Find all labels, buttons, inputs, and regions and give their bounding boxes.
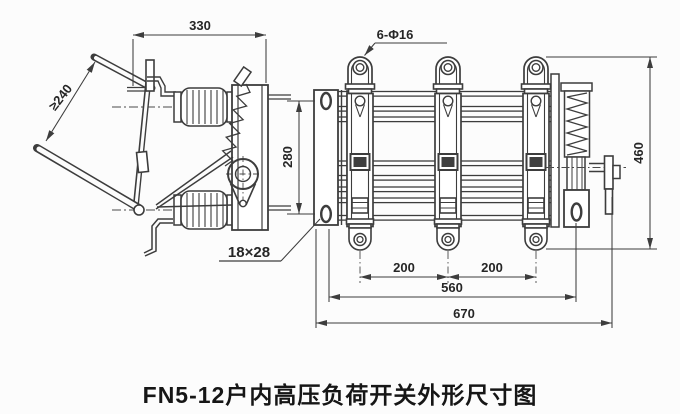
dim-670: 670 — [315, 197, 613, 328]
dim-460: 460 — [546, 56, 657, 250]
pivot-plate — [226, 156, 260, 210]
dim-280-label: 280 — [280, 146, 295, 168]
dim-330: 330 — [132, 18, 267, 86]
dim-560: 560 — [328, 223, 577, 302]
pole-assembly-1 — [344, 56, 376, 253]
dim-240: ≥240 — [45, 61, 96, 142]
upper-insulator — [173, 87, 235, 127]
dim-670-label: 670 — [453, 306, 475, 321]
left-mounting-bracket — [313, 89, 348, 226]
dim-200-left-label: 200 — [393, 260, 415, 275]
callout-6phi16: 6-Φ16 — [364, 27, 447, 56]
pole-assembly-3 — [520, 56, 552, 253]
mount-slot-top-left — [320, 91, 333, 111]
brace-struts — [155, 150, 234, 210]
top-bracket — [127, 59, 155, 92]
dim-560-label: 560 — [441, 280, 463, 295]
right-frame-post — [550, 73, 560, 228]
mount-slot-bottom-left — [320, 204, 333, 224]
hole-6phi16-label: 6-Φ16 — [377, 27, 414, 42]
front-view — [313, 56, 626, 253]
lower-insulator — [173, 190, 235, 230]
handle-phantom-position — [90, 53, 156, 92]
lower-bent-bracket — [143, 218, 173, 257]
opening-spring — [221, 65, 253, 167]
dim-280: 280 — [280, 100, 315, 215]
slot-18x28-label: 18×28 — [228, 244, 270, 261]
dimension-annotations: 330 ≥240 18×28 6-Φ16 280 — [45, 18, 657, 328]
dim-200-right: 200 — [448, 252, 537, 283]
drawing-caption: FN5-12户内高压负荷开关外形尺寸图 — [142, 382, 538, 408]
callout-18x28: 18×28 — [219, 218, 321, 262]
mount-slot-bottom-right — [570, 202, 583, 222]
pole-assembly-2 — [432, 56, 464, 253]
operating-handle — [33, 144, 145, 216]
dim-240-label: ≥240 — [46, 81, 76, 113]
upper-conductor-strip — [147, 76, 176, 97]
side-view — [33, 53, 291, 257]
dim-200-right-label: 200 — [481, 260, 503, 275]
spring-column — [560, 82, 593, 191]
dim-200-left: 200 — [359, 252, 449, 283]
dim-460-label: 460 — [631, 142, 646, 164]
dim-330-label: 330 — [189, 18, 211, 33]
right-mounting-bracket — [563, 189, 590, 228]
